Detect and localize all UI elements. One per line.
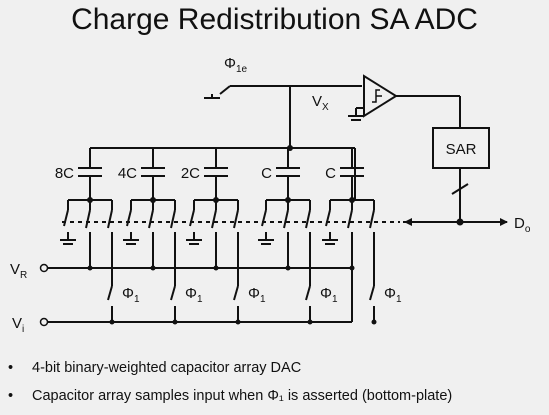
vin-terminal bbox=[39, 317, 49, 327]
capacitor-label: 8C bbox=[55, 165, 74, 182]
capacitor-branch bbox=[186, 148, 241, 325]
sar-label: SAR bbox=[446, 141, 477, 158]
vref-label: VR bbox=[10, 261, 27, 281]
reset-switch bbox=[204, 85, 231, 99]
vin-label: Vi bbox=[12, 315, 24, 335]
vref-terminal bbox=[39, 263, 49, 273]
sample-switch-label: Φ1 bbox=[122, 285, 140, 305]
capacitor-branch bbox=[123, 148, 178, 325]
sar-adc-schematic: Φ1e VX SAR Do VR Vi 8C 4C 2C C C Φ1 Φ1 Φ1 Φ1 Φ1 bbox=[10, 55, 531, 335]
sample-switch-label: Φ1 bbox=[185, 285, 203, 305]
slide-title: Charge Redistribution SA ADC bbox=[71, 3, 478, 36]
capacitor-branch bbox=[60, 148, 115, 325]
reset-switch-label: Φ1e bbox=[224, 55, 248, 75]
capacitor-label: C bbox=[261, 165, 272, 182]
output-label: Do bbox=[514, 215, 531, 235]
vx-label: VX bbox=[312, 93, 329, 113]
sample-switch-label: Φ1 bbox=[384, 285, 402, 305]
capacitor-label: 2C bbox=[181, 165, 200, 182]
sample-switch-label: Φ1 bbox=[248, 285, 266, 305]
capacitor-label: 4C bbox=[118, 165, 137, 182]
capacitor-label: C bbox=[325, 165, 336, 182]
capacitor-branch bbox=[258, 148, 313, 325]
capacitor-branch bbox=[322, 148, 377, 325]
sample-switch-label: Φ1 bbox=[320, 285, 338, 305]
comparator bbox=[363, 74, 398, 118]
